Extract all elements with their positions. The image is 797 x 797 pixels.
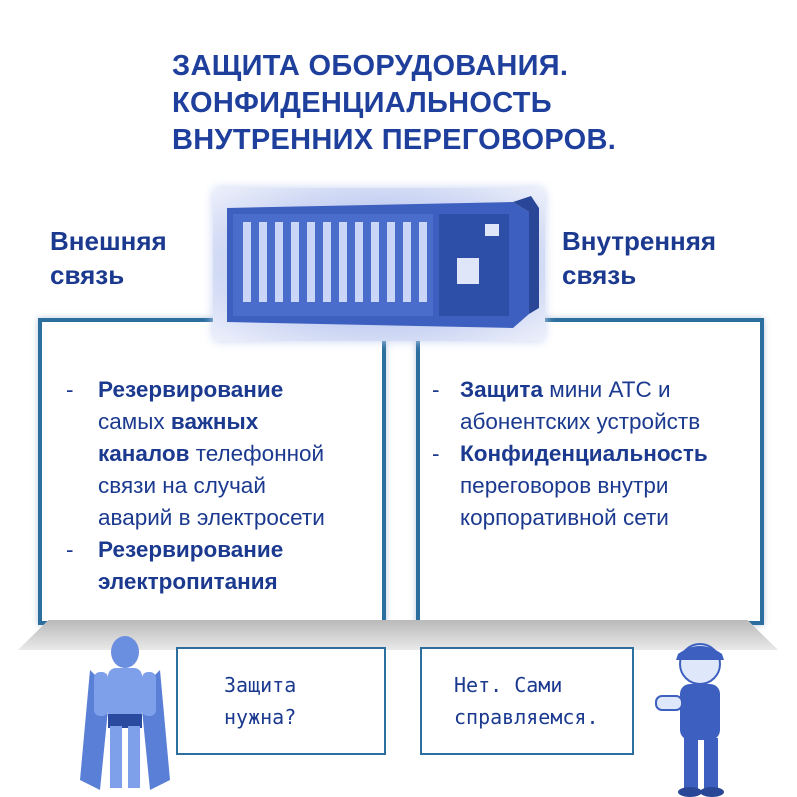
right-heading-line-2: связь [562,260,637,290]
left-heading: Внешняя связь [50,224,167,292]
list-item: - Резервирование самых важных каналов те… [66,377,325,530]
right-heading-line-1: Внутренняя [562,226,717,256]
superhero-icon [80,636,170,790]
title-line-1: ЗАЩИТА ОБОРУДОВАНИЯ. [172,50,569,82]
list-item: - Конфиденциальность переговоров внутри … [432,441,708,530]
list-item: - Резервирование электропитания [66,537,284,594]
title-line-2: КОНФИДЕНЦИАЛЬНОСТЬ [172,87,552,119]
right-heading: Внутренняя связь [562,224,716,292]
left-panel: - Резервирование самых важных каналов те… [38,318,386,625]
telecom-rack-icon [227,196,539,328]
equipment-image [213,188,545,341]
page-title: ЗАЩИТА ОБОРУДОВАНИЯ. КОНФИДЕНЦИАЛЬНОСТЬ … [172,48,732,159]
right-panel: - Защита мини АТС и абонентских устройст… [416,318,764,625]
right-speech-bubble: Нет. Сами справляемся. [420,647,634,755]
title-line-3: ВНУТРЕННИХ ПЕРЕГОВОРОВ. [172,124,617,156]
left-speech-bubble: Защита нужна? [176,647,386,755]
list-item: - Защита мини АТС и абонентских устройст… [432,377,701,434]
left-heading-line-1: Внешняя [50,226,167,256]
shadow-divider [18,620,778,650]
left-heading-line-2: связь [50,260,125,290]
technician-icon [655,643,724,797]
